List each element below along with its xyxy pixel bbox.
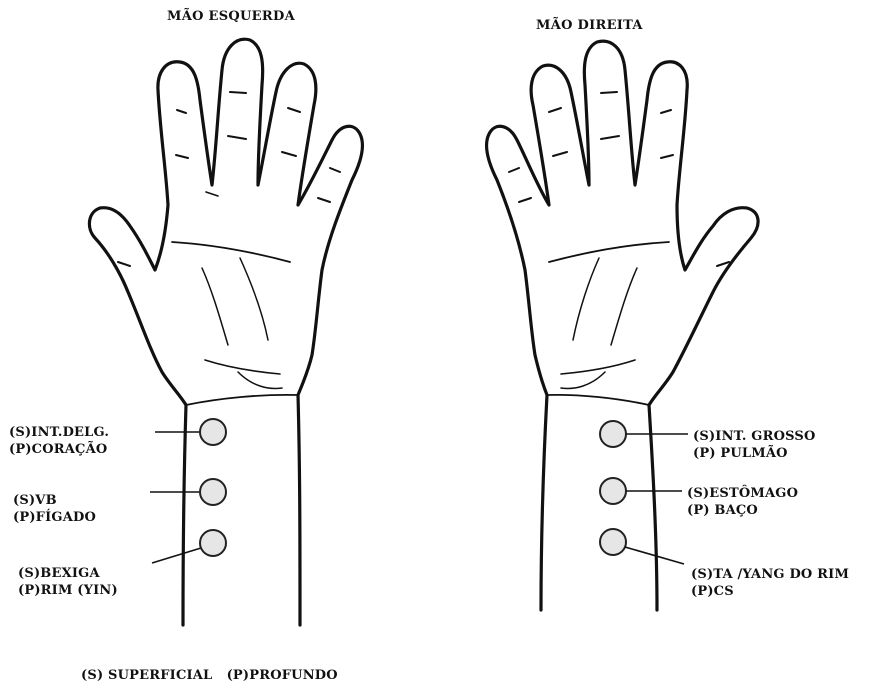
superficial-organ: (S)INT. GROSSO: [693, 428, 816, 445]
superficial-organ: (S)ESTÔMAGO: [687, 485, 798, 502]
pulse-point: [200, 419, 226, 445]
deep-organ: (P) BAÇO: [687, 502, 798, 519]
deep-organ: (P) PULMÃO: [693, 445, 816, 462]
pulse-point: [600, 529, 626, 555]
right-point-1-label: (S)INT. GROSSO (P) PULMÃO: [693, 428, 816, 462]
deep-organ: (P)CS: [691, 583, 849, 600]
leader-line: [152, 548, 201, 563]
legend: (S) SUPERFICIAL (P)PROFUNDO: [81, 667, 338, 684]
pulse-point: [600, 421, 626, 447]
deep-organ: (P)RIM (YIN): [18, 582, 118, 599]
superficial-organ: (S)TA /YANG DO RIM: [691, 566, 849, 583]
left-hand-title: MÃO ESQUERDA: [167, 9, 295, 24]
superficial-organ: (S)VB: [13, 492, 96, 509]
left-hand-drawing: [89, 39, 362, 625]
superficial-organ: (S)BEXIGA: [18, 565, 118, 582]
left-point-1-label: (S)INT.DELG. (P)CORAÇÃO: [9, 424, 109, 458]
right-point-2-label: (S)ESTÔMAGO (P) BAÇO: [687, 485, 798, 519]
deep-organ: (P)FÍGADO: [13, 509, 96, 526]
right-hand-title: MÃO DIREITA: [536, 18, 643, 33]
right-point-3-label: (S)TA /YANG DO RIM (P)CS: [691, 566, 849, 600]
right-hand-drawing: [487, 41, 759, 610]
pulse-point: [600, 478, 626, 504]
pulse-point: [200, 530, 226, 556]
superficial-organ: (S)INT.DELG.: [9, 424, 109, 441]
deep-organ: (P)CORAÇÃO: [9, 441, 109, 458]
left-point-2-label: (S)VB (P)FÍGADO: [13, 492, 96, 526]
pulse-point: [200, 479, 226, 505]
left-point-3-label: (S)BEXIGA (P)RIM (YIN): [18, 565, 118, 599]
